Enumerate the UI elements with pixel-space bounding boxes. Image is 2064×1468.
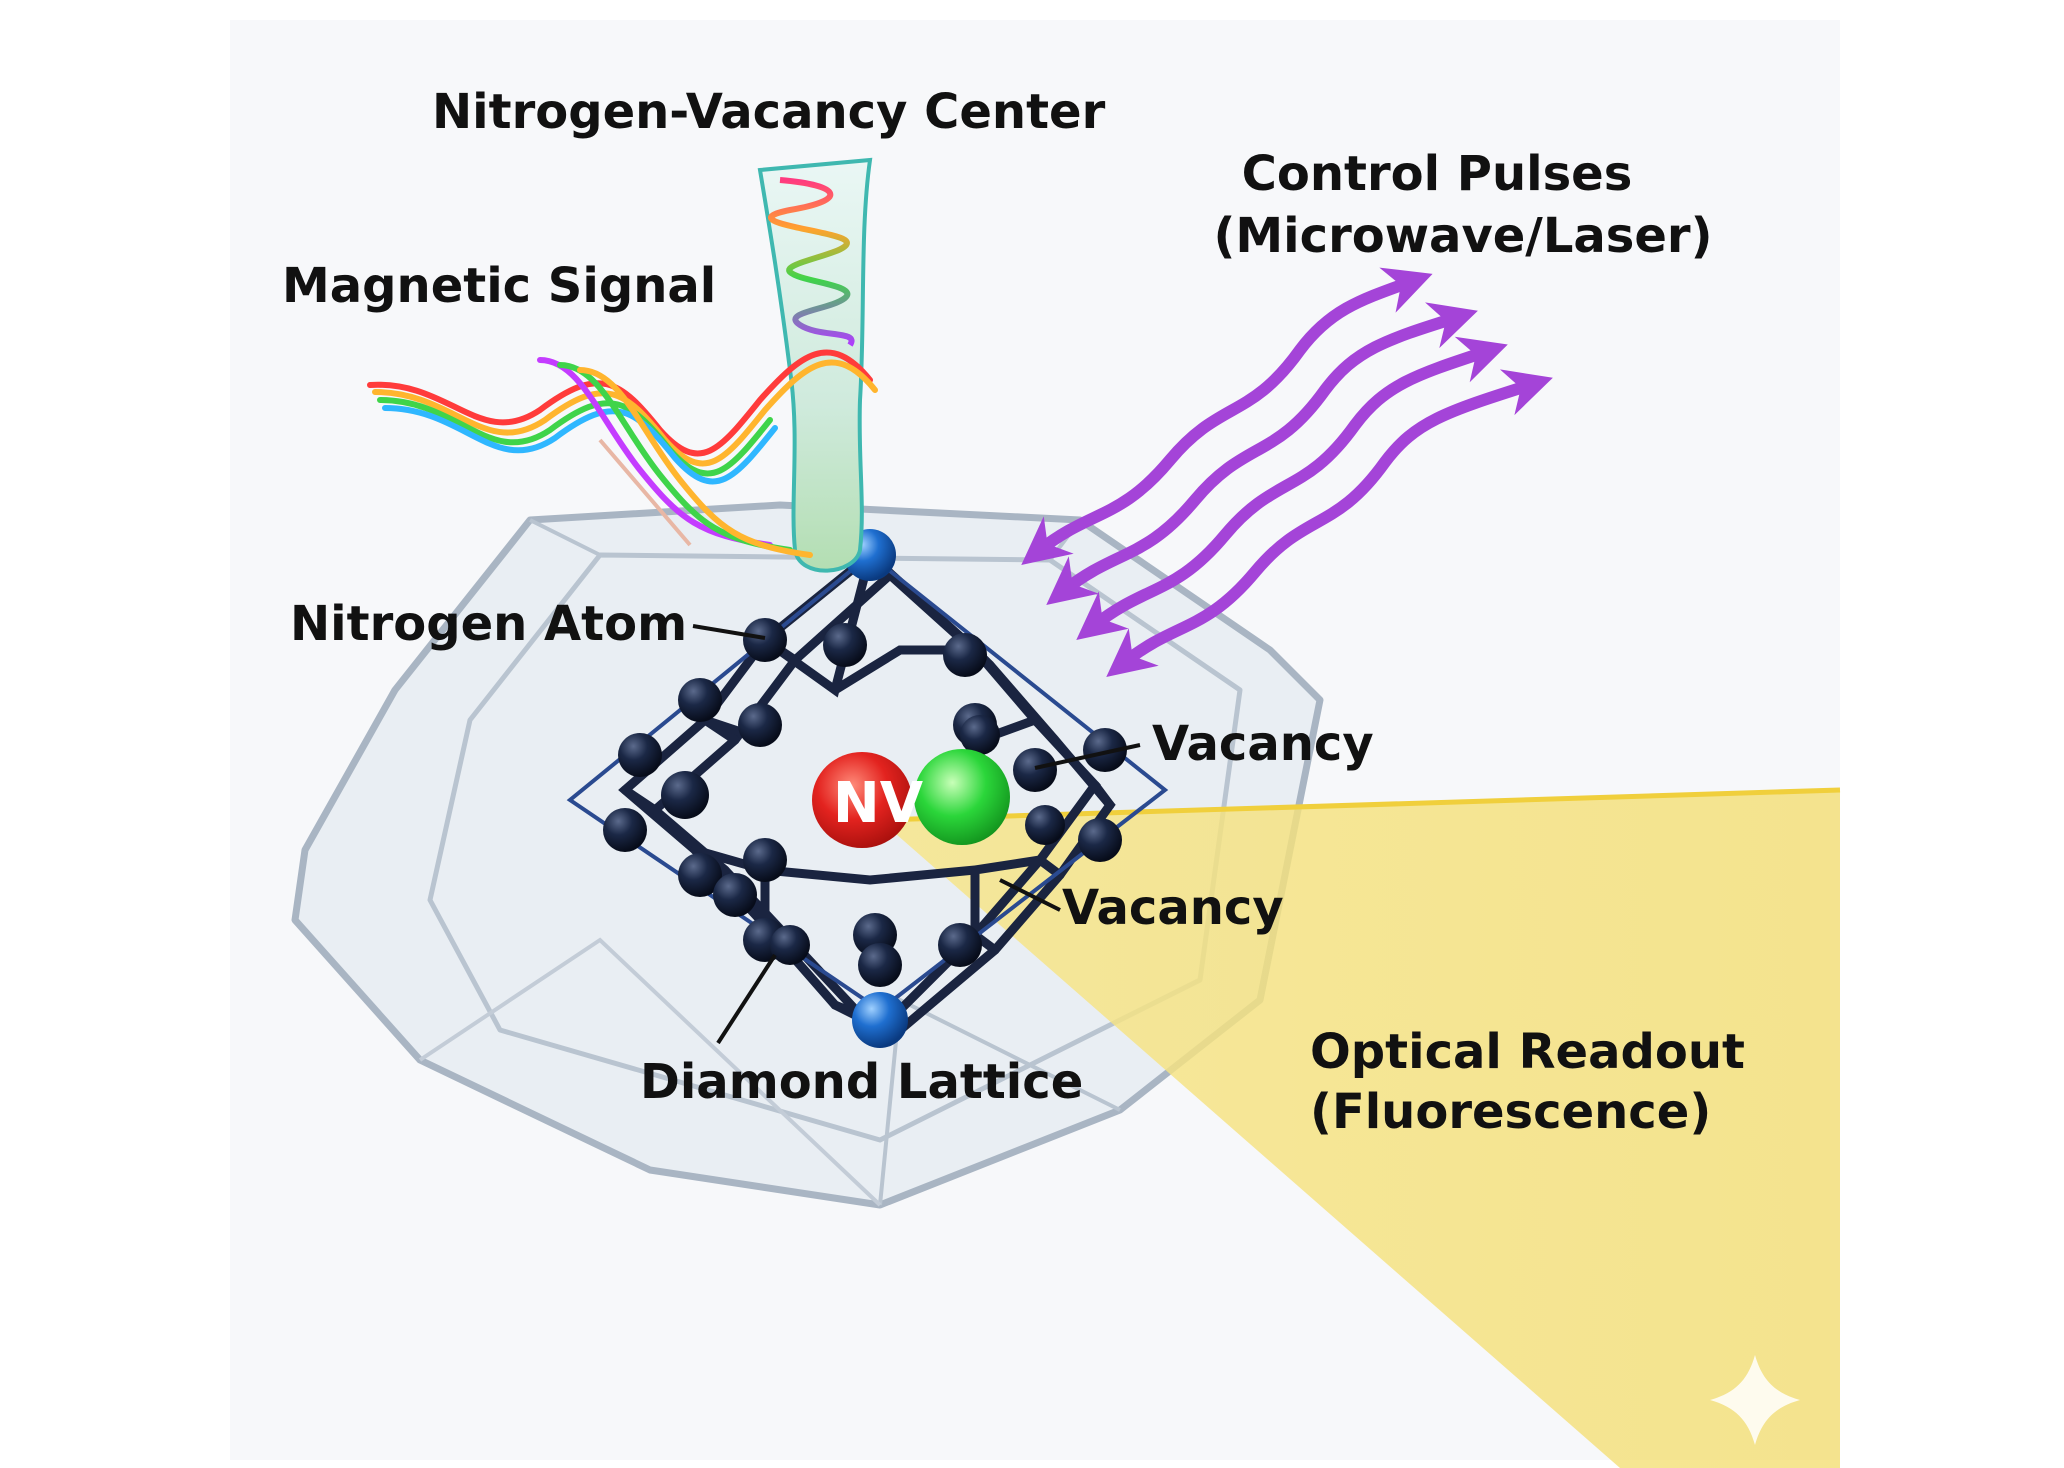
lattice-atom <box>738 703 782 747</box>
nv-center-title: Nitrogen-Vacancy Center <box>432 84 1106 140</box>
lattice-atom <box>618 733 662 777</box>
lattice-atom <box>1083 728 1127 772</box>
lattice-atom <box>858 943 902 987</box>
optical-readout-beam <box>880 790 1840 1468</box>
vacancy-top-label: Vacancy <box>1152 716 1374 772</box>
vacancy-bottom-leader <box>999 878 1061 912</box>
lattice-atom <box>1078 818 1122 862</box>
magnetic-signal-wave <box>367 349 878 558</box>
lattice-atom <box>743 838 787 882</box>
lattice-atom <box>661 771 709 819</box>
lattice-atom <box>713 873 757 917</box>
control-pulse-arrow-4 <box>1106 369 1553 677</box>
nv-center: NV <box>812 749 1010 848</box>
lattice-atom <box>678 678 722 722</box>
control-pulses-sublabel: (Microwave/Laser) <box>1213 208 1712 264</box>
vacancy-top-leader <box>1034 743 1141 770</box>
lattice-atom <box>943 633 987 677</box>
nv-marker-label: NV <box>833 771 924 836</box>
labels: Nitrogen-Vacancy Center Magnetic Signal … <box>282 84 1745 1140</box>
diamond-lattice-label: Diamond Lattice <box>640 1054 1083 1110</box>
sparkle-icon <box>1710 1355 1800 1445</box>
diamond-lattice-leader <box>716 953 777 1045</box>
lattice-atom <box>960 715 1000 755</box>
leader-lines <box>692 624 1141 1045</box>
lattice-atom <box>743 618 787 662</box>
vacancy-green-sphere <box>914 749 1010 845</box>
control-pulses <box>1021 267 1553 677</box>
control-pulses-label: Control Pulses <box>1242 146 1633 202</box>
terminal-atom-bottom <box>852 992 908 1048</box>
lattice-atoms <box>603 618 1127 987</box>
diamond-crystal <box>291 501 1324 1209</box>
lattice-atom <box>823 623 867 667</box>
lattice-atom <box>1013 748 1057 792</box>
nitrogen-atom-leader <box>692 624 766 640</box>
optical-readout-label: Optical Readout <box>1310 1024 1745 1080</box>
nitrogen-atom-label: Nitrogen Atom <box>290 596 687 652</box>
lattice-atom <box>678 853 722 897</box>
lattice-atom <box>938 923 982 967</box>
optical-readout-sublabel: (Fluorescence) <box>1310 1084 1711 1140</box>
magnetic-signal-tail <box>598 438 692 547</box>
probe-wave <box>768 177 855 347</box>
lattice-atom <box>770 925 810 965</box>
magnetic-signal-label: Magnetic Signal <box>282 258 716 314</box>
lattice-atom <box>603 808 647 852</box>
vacancy-bottom-label: Vacancy <box>1062 880 1284 936</box>
lattice-atom <box>1025 805 1065 845</box>
nv-red-sphere <box>812 752 912 848</box>
